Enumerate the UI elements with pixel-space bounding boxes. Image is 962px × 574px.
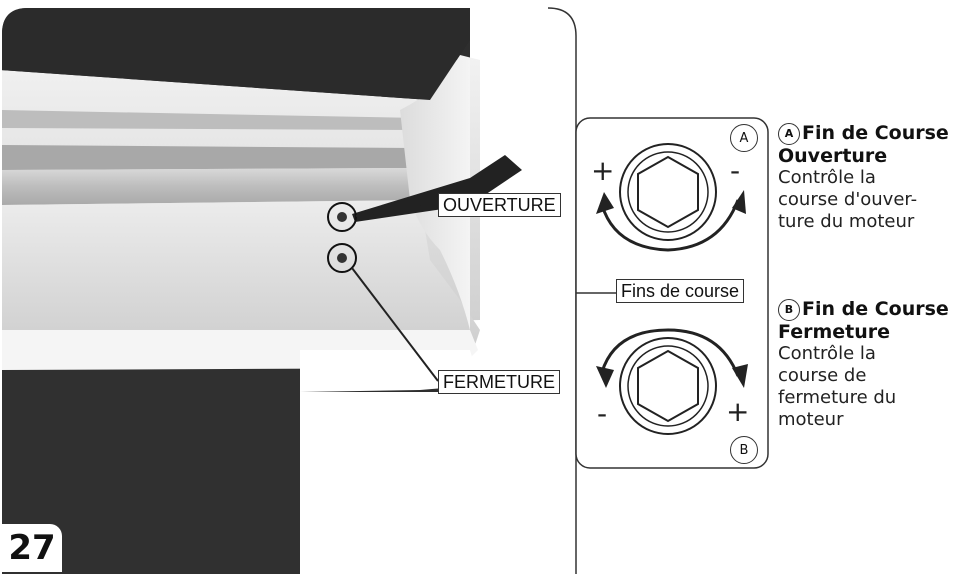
- photo-frame: [2, 8, 576, 574]
- description-b-title-2: Fermeture: [778, 321, 891, 343]
- panel-badge-a: A: [730, 124, 758, 152]
- dial-b: [596, 328, 748, 435]
- description-b-line-2: course de: [778, 365, 867, 386]
- dial-a-minus: -: [730, 154, 741, 187]
- dial-b-minus: -: [597, 397, 608, 430]
- dial-b-plus: +: [726, 395, 750, 428]
- description-a-line-2: course d'ouver-: [778, 189, 918, 210]
- description-b-line-3: fermeture du: [778, 387, 897, 408]
- screwdriver: [352, 155, 522, 222]
- description-b-line-1: Contrôle la: [778, 343, 876, 364]
- description-badge-a: A: [778, 123, 800, 145]
- ouverture-label: OUVERTURE: [438, 193, 561, 217]
- description-a-line-1: Contrôle la: [778, 167, 876, 188]
- description-badge-b: B: [778, 299, 800, 321]
- description-a-line-3: ture du moteur: [778, 211, 915, 232]
- dial-a: [596, 143, 746, 252]
- description-a-title-1: Fin de Course: [802, 122, 949, 144]
- hex-socket-a: [637, 155, 699, 229]
- hex-socket-b: [637, 349, 699, 423]
- description-b-title-1: Fin de Course: [802, 298, 949, 320]
- description-b-line-4: moteur: [778, 409, 844, 430]
- step-number: 27: [2, 524, 62, 572]
- fins-de-course-label: Fins de course: [616, 279, 745, 303]
- panel-badge-b: B: [730, 436, 758, 464]
- fermeture-label: FERMETURE: [438, 370, 560, 394]
- dial-a-plus: +: [591, 154, 615, 187]
- description-a-title-2: Ouverture: [778, 145, 888, 167]
- ouverture-hole-ring: [327, 202, 357, 232]
- fermeture-hole-ring: [327, 243, 357, 273]
